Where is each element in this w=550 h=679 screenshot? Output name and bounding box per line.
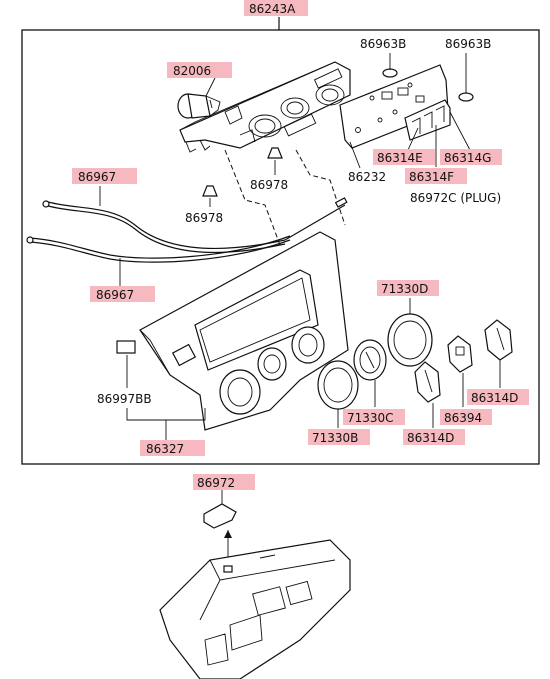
label-tag-86314d-bottom: [403, 429, 465, 445]
label-tag-86314d-right: [467, 389, 529, 405]
dashboard-drawing: [159, 539, 351, 679]
ring-71330b-drawing: [317, 360, 359, 410]
label-tag-86967-bottom: [90, 286, 155, 302]
label-86978-bottom: 86978: [185, 211, 223, 225]
label-86963b-left: 86963B: [360, 37, 406, 51]
label-tag-71330d: [377, 280, 439, 296]
plug-86963b-right-drawing: [458, 92, 474, 102]
label-86314g: 86314G: [444, 151, 491, 165]
bezel-panel-drawing: [139, 231, 349, 431]
label-tag-86243a: [244, 0, 308, 16]
label-86394: 86394: [444, 411, 482, 425]
arrow-head: [224, 530, 232, 538]
label-tag-86314e: [373, 149, 435, 165]
label-tag-71330c: [343, 409, 405, 425]
label-86967-top: 86967: [78, 170, 116, 184]
label-tag-86972: [193, 474, 255, 490]
ring-71330d-drawing: [387, 313, 433, 367]
label-71330d: 71330D: [381, 282, 428, 296]
switch-panel-drawing: [339, 64, 451, 149]
label-71330b: 71330B: [312, 431, 358, 445]
label-tag-86314f: [405, 168, 467, 184]
control-unit-drawing: [179, 61, 351, 153]
label-tag-86314g: [440, 149, 502, 165]
knob-86314d-right-drawing: [484, 319, 513, 361]
label-86314d-right: 86314D: [471, 391, 518, 405]
label-86997bb: 86997BB: [97, 392, 152, 406]
knob-86314d-bottom-drawing: [414, 361, 441, 403]
knob-71330c-drawing: [353, 339, 387, 381]
label-86963b-right: 86963B: [445, 37, 491, 51]
motor-82006-drawing: [177, 77, 221, 119]
leader-86232: [349, 141, 361, 169]
label-82006: 82006: [173, 64, 211, 78]
label-tag-82006: [167, 62, 232, 78]
plug-86963b-left-drawing: [382, 68, 398, 78]
label-86978-top: 86978: [250, 178, 288, 192]
cable-86967-drawing: [26, 197, 348, 263]
label-86232: 86232: [348, 170, 386, 184]
clip-86978-bottom-drawing: [202, 185, 218, 197]
label-86314e: 86314E: [377, 151, 423, 165]
bracket-86327: [126, 408, 206, 440]
connector-86997bb-drawing: [116, 340, 136, 354]
label-tag-86327: [140, 440, 205, 456]
label-71330c: 71330C: [347, 411, 394, 425]
alignment-line-left: [224, 149, 281, 246]
label-86327: 86327: [146, 442, 184, 456]
leader-86314e: [407, 127, 419, 151]
clip-86978-top-drawing: [267, 147, 283, 159]
assembly-frame: [21, 29, 540, 465]
knob-86394-drawing: [447, 335, 473, 373]
label-86314f: 86314F: [409, 170, 454, 184]
label-tag-86394: [440, 409, 492, 425]
leader-86314g: [449, 111, 471, 151]
plug-86972-drawing: [203, 503, 237, 529]
alignment-line-right: [295, 149, 346, 226]
label-86967-bottom: 86967: [96, 288, 134, 302]
label-86314d-bottom: 86314D: [407, 431, 454, 445]
label-86243a: 86243A: [249, 2, 296, 16]
label-86972c: 86972C (PLUG): [410, 191, 501, 205]
label-tag-86967-top: [72, 168, 137, 184]
label-tag-71330b: [308, 429, 370, 445]
label-86972: 86972: [197, 476, 235, 490]
